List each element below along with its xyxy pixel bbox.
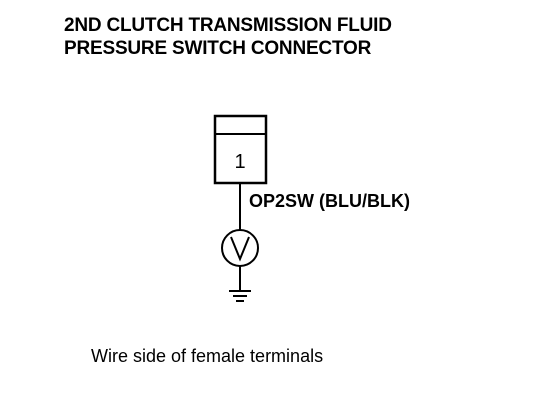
- voltmeter-icon: [221, 229, 259, 267]
- view-caption: Wire side of female terminals: [91, 346, 324, 366]
- wire-label: OP2SW (BLU/BLK): [249, 191, 410, 211]
- diagram-title-line-1: 2ND CLUTCH TRANSMISSION FLUID: [64, 15, 392, 36]
- terminal-number: 1: [234, 151, 245, 173]
- ground-icon: [229, 290, 251, 302]
- diagram-title-line-2: PRESSURE SWITCH CONNECTOR: [64, 38, 372, 59]
- connector-housing: [213, 114, 268, 185]
